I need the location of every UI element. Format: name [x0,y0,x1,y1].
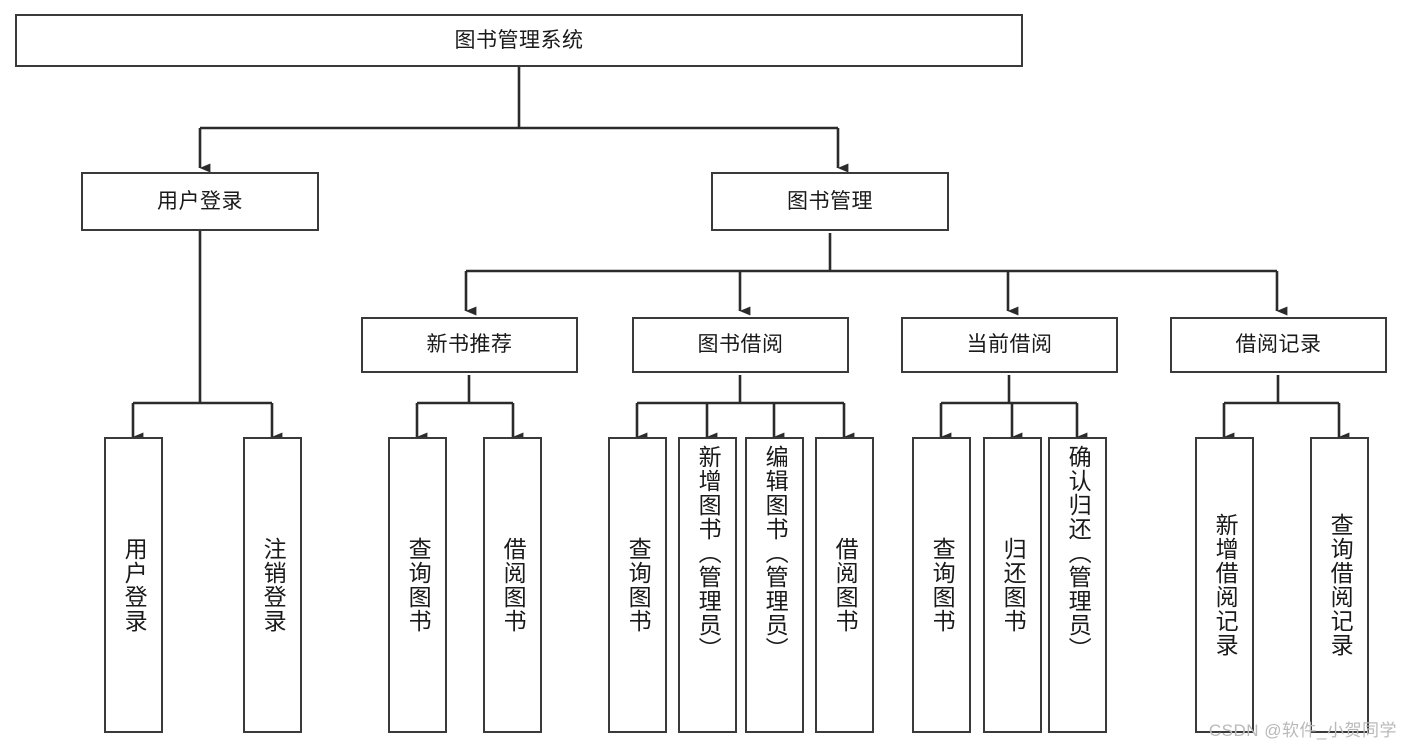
node-root-label: 图书管理系统 [454,28,584,52]
node-leaf-user-login-label: 用户登录 [121,537,148,633]
node-leaf-confirm-return-label: 确认归还（管理员） [1065,445,1092,661]
node-leaf-logout-login-label: 注销登录 [260,537,287,633]
node-leaf-add-borrow-record-label: 新增借阅记录 [1212,513,1239,657]
node-leaf-user-login[interactable]: 用户登录 [104,437,163,733]
watermark-text: CSDN @软件_小贺同学 [1208,721,1397,740]
node-leaf-add-borrow-record[interactable]: 新增借阅记录 [1195,437,1254,733]
node-book-borrow-label: 图书借阅 [697,333,784,357]
node-leaf-query-borrow-record[interactable]: 查询借阅记录 [1310,437,1369,733]
node-user-login-label: 用户登录 [157,189,243,213]
node-book-manage[interactable]: 图书管理 [711,172,949,231]
node-leaf-query-book-3[interactable]: 查询图书 [912,437,971,733]
node-current-borrow[interactable]: 当前借阅 [901,317,1118,373]
node-leaf-return-book-label: 归还图书 [1000,537,1027,633]
node-leaf-return-book[interactable]: 归还图书 [983,437,1042,733]
node-current-borrow-label: 当前借阅 [966,333,1053,357]
node-leaf-confirm-return[interactable]: 确认归还（管理员） [1048,437,1107,733]
node-leaf-query-book-1-label: 查询图书 [405,537,432,633]
node-leaf-query-book-2-label: 查询图书 [625,537,652,633]
node-leaf-edit-book-label: 编辑图书（管理员） [762,445,789,661]
node-leaf-borrow-book-1[interactable]: 借阅图书 [483,437,542,733]
node-user-login[interactable]: 用户登录 [81,172,319,231]
node-leaf-borrow-book-2[interactable]: 借阅图书 [815,437,874,733]
node-leaf-query-book-1[interactable]: 查询图书 [388,437,447,733]
node-leaf-query-book-2[interactable]: 查询图书 [608,437,667,733]
node-borrow-record-label: 借阅记录 [1235,333,1322,357]
node-new-book-recommend[interactable]: 新书推荐 [361,317,578,373]
node-leaf-borrow-book-1-label: 借阅图书 [500,537,527,633]
node-root[interactable]: 图书管理系统 [15,14,1023,67]
node-book-borrow[interactable]: 图书借阅 [632,317,849,373]
node-new-book-recommend-label: 新书推荐 [426,333,513,357]
node-leaf-logout-login[interactable]: 注销登录 [243,437,302,733]
node-leaf-query-borrow-record-label: 查询借阅记录 [1327,513,1354,657]
node-leaf-edit-book[interactable]: 编辑图书（管理员） [745,437,804,733]
node-book-manage-label: 图书管理 [787,189,873,213]
node-leaf-query-book-3-label: 查询图书 [929,537,956,633]
node-leaf-add-book[interactable]: 新增图书（管理员） [678,437,737,733]
node-borrow-record[interactable]: 借阅记录 [1170,317,1387,373]
node-leaf-add-book-label: 新增图书（管理员） [695,445,722,661]
node-leaf-borrow-book-2-label: 借阅图书 [832,537,859,633]
